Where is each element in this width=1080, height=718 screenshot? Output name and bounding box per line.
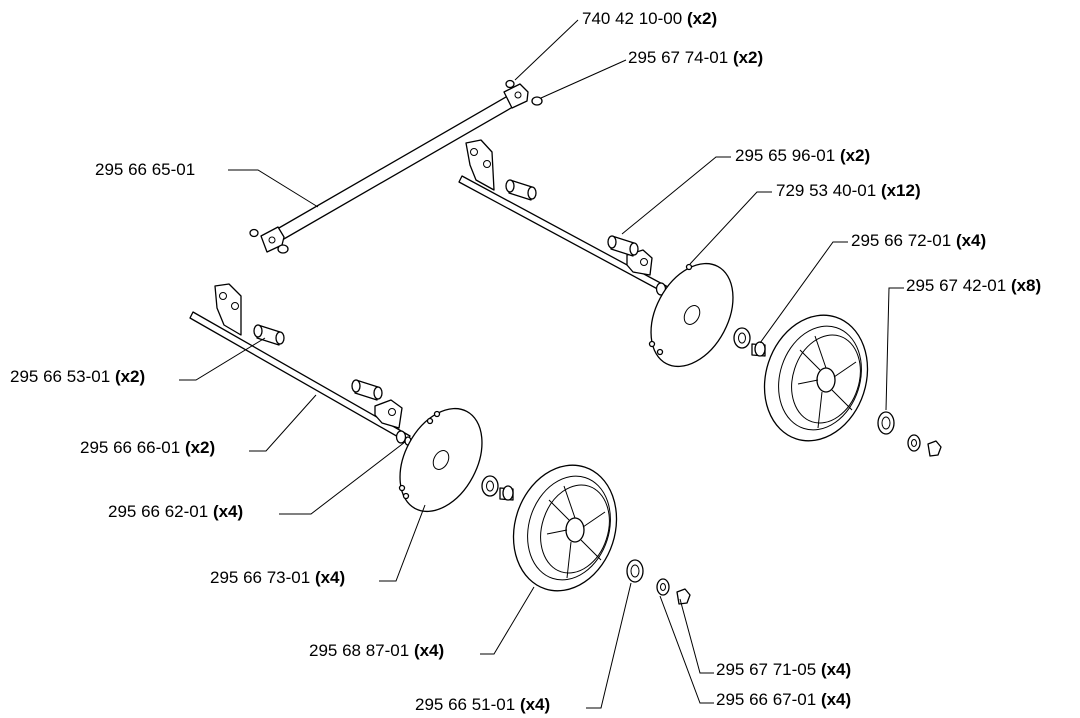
leader-lines — [179, 19, 904, 709]
spacer-tube-rear — [751, 341, 766, 357]
hub-cover-front — [398, 407, 483, 513]
nut-rear — [927, 440, 942, 457]
label-295-67-71-05: 295 67 71-05 (x4) — [716, 660, 851, 680]
label-295-66-66-01: 295 66 66-01 (x2) — [80, 438, 215, 458]
washer-front — [656, 578, 670, 596]
label-295-66-73-01: 295 66 73-01 (x4) — [210, 568, 345, 588]
part-number: 295 66 73-01 — [210, 568, 311, 587]
quantity: (x4) — [413, 641, 445, 660]
label-295-68-87-01: 295 68 87-01 (x4) — [309, 641, 444, 661]
part-number: 295 66 51-01 — [415, 695, 516, 714]
roller-spacer-front — [253, 324, 383, 401]
quantity: (x12) — [880, 181, 921, 200]
quantity: (x4) — [820, 690, 852, 709]
quantity: (x4) — [519, 695, 551, 714]
washer-rear — [907, 434, 921, 452]
quantity: (x4) — [820, 660, 852, 679]
part-number: 295 67 42-01 — [906, 276, 1007, 295]
part-number: 295 66 72-01 — [851, 231, 952, 250]
part-number: 729 53 40-01 — [776, 181, 877, 200]
hub-cover-rear — [648, 262, 734, 368]
label-295-66-67-01: 295 66 67-01 (x4) — [716, 690, 851, 710]
circlip-top — [249, 79, 515, 238]
bearing-front — [626, 559, 644, 583]
label-295-67-42-01: 295 67 42-01 (x8) — [906, 276, 1041, 296]
spacer-tube-front — [499, 485, 514, 501]
quantity: (x2) — [839, 146, 871, 165]
label-295-66-72-01: 295 66 72-01 (x4) — [851, 231, 986, 251]
bushing-rear — [733, 327, 751, 349]
rear-axle — [458, 139, 672, 297]
part-number: 295 67 71-05 — [716, 660, 817, 679]
part-number: 740 42 10-00 — [582, 9, 683, 28]
quantity: (x2) — [686, 9, 718, 28]
label-295-66-65-01: 295 66 65-01 — [95, 160, 195, 180]
label-295-65-96-01: 295 65 96-01 (x2) — [735, 146, 870, 166]
quantity: (x8) — [1010, 276, 1042, 295]
label-295-67-74-01: 295 67 74-01 (x2) — [628, 48, 763, 68]
part-number: 295 65 96-01 — [735, 146, 836, 165]
quantity: (x4) — [314, 568, 346, 587]
wheel-front — [512, 464, 618, 592]
part-number: 295 66 65-01 — [95, 160, 196, 179]
bushing-front — [481, 475, 499, 497]
label-729-53-40-01: 729 53 40-01 (x12) — [776, 181, 921, 201]
quantity: (x2) — [732, 48, 764, 67]
label-295-66-62-01: 295 66 62-01 (x4) — [108, 502, 243, 522]
label-295-66-53-01: 295 66 53-01 (x2) — [10, 367, 145, 387]
quantity: (x2) — [114, 367, 146, 386]
label-740-42-10-00: 740 42 10-00 (x2) — [582, 9, 717, 29]
nut-front — [676, 588, 691, 605]
part-number: 295 67 74-01 — [628, 48, 729, 67]
roller-spacer-rear — [505, 179, 639, 257]
bearing-rear — [877, 411, 895, 435]
quantity: (x2) — [184, 438, 216, 457]
front-axle — [189, 283, 412, 446]
label-295-66-51-01: 295 66 51-01 (x4) — [415, 695, 550, 715]
part-number: 295 66 53-01 — [10, 367, 111, 386]
part-number: 295 66 62-01 — [108, 502, 209, 521]
part-number: 295 66 67-01 — [716, 690, 817, 709]
part-number: 295 68 87-01 — [309, 641, 410, 660]
quantity: (x4) — [955, 231, 987, 250]
wheel-rear — [763, 314, 869, 442]
washer-top — [277, 96, 543, 254]
connecting-rod — [260, 83, 529, 253]
part-number: 295 66 66-01 — [80, 438, 181, 457]
quantity: (x4) — [212, 502, 244, 521]
